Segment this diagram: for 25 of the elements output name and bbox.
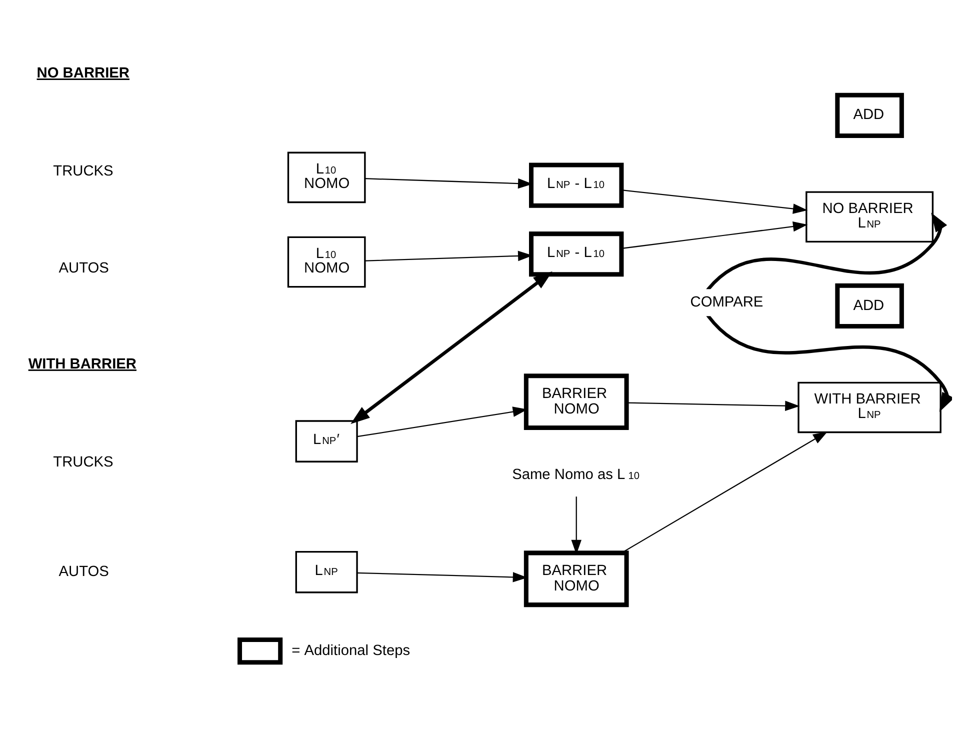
label: AUTOS (58, 260, 109, 276)
arrow (622, 189, 808, 214)
node-box: LNP - L10 (529, 231, 624, 276)
node-box: L10 NOMO (287, 236, 366, 288)
label: TRUCKS (53, 163, 114, 180)
arrow (622, 220, 808, 249)
node-box: LNP′ (295, 420, 358, 462)
node-box: WITH BARRIER LNP (798, 381, 942, 433)
node-box: ADD (835, 282, 904, 328)
label: NO BARRIER (36, 65, 130, 82)
label: WITH BARRIER (28, 356, 136, 372)
legend-label: = Additional Steps (292, 642, 410, 658)
node-box: ADD (835, 92, 904, 138)
label: TRUCKS (53, 454, 114, 470)
node-box: LNP (295, 550, 358, 593)
arrow (621, 430, 828, 553)
node-box: BARRIER NOMO (524, 373, 629, 430)
node-box: NO BARRIER LNP (806, 190, 934, 242)
node-box: BARRIER NOMO (524, 550, 629, 607)
node-box: LNP - L10 (529, 162, 624, 208)
edge-label: COMPARE (690, 294, 764, 310)
node-box: L10 NOMO (287, 151, 366, 203)
label: AUTOS (58, 563, 109, 580)
arrow (626, 400, 800, 410)
arrow (350, 270, 552, 424)
